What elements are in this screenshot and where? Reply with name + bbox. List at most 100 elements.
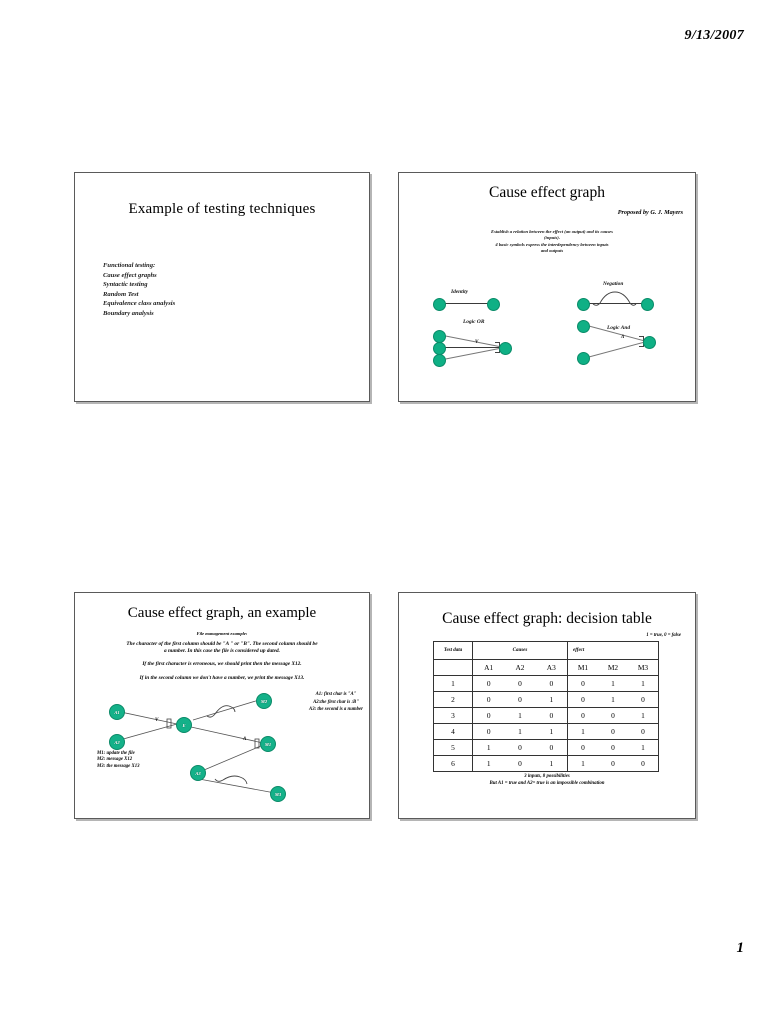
description-line: Establish a relation between the effect … (491, 229, 613, 234)
table-header-row: Test data Causes effect (433, 641, 659, 660)
legend-item: M1: update the file (97, 751, 135, 756)
row-effects: 1 0 0 (567, 755, 659, 772)
row-number: 1 (433, 675, 473, 692)
table-row: 1 0 0 0 0 1 1 (433, 675, 659, 692)
effect-col-M1: M1 (577, 663, 589, 672)
table-row: 4 0 1 1 1 0 0 (433, 723, 659, 740)
functional-testing-lead: Functional testing: (103, 262, 156, 269)
cell-effect: 0 (581, 711, 585, 720)
or-operator-symbol: V (475, 340, 479, 345)
slide2-title: Cause effect graph (489, 184, 605, 201)
cell-effect: 1 (641, 679, 645, 688)
cause-col-A2: A2 (515, 663, 525, 672)
row-number: 4 (433, 723, 473, 740)
and-cause-node-2 (577, 352, 590, 365)
negation-edge (587, 303, 645, 304)
cell-cause: 1 (518, 727, 522, 736)
cell-effect: 0 (641, 695, 645, 704)
list-item: Boundary analysis (103, 309, 154, 317)
slide-cause-effect-graph[interactable]: Cause effect graph Proposed by G. J. May… (398, 172, 696, 402)
slide1-body: Functional testing: Cause effect graphs … (103, 261, 175, 319)
row-effects: 0 1 1 (567, 675, 659, 692)
slide3-effect-legend: M1: update the file M2: message X12 M3: … (97, 751, 140, 770)
effect-col-M2: M2 (607, 663, 619, 672)
or-edge-bottom (442, 347, 502, 360)
symbol-logic-or: Logic OR V (433, 319, 513, 367)
symbol-logic-and: Logic And Λ (577, 317, 659, 365)
cell-effect: 0 (581, 743, 585, 752)
row-number: 2 (433, 691, 473, 708)
cause-col-A1: A1 (484, 663, 494, 672)
slide-cause-effect-graph-example[interactable]: Cause effect graph, an example File mana… (74, 592, 370, 819)
header-test-data: Test data (433, 641, 473, 660)
graph-node-A3: A3 (190, 765, 206, 781)
cell-effect: 1 (611, 695, 615, 704)
graph-node-E: E (176, 717, 192, 733)
slide3-text-line: a number. In this case the file is consi… (164, 648, 280, 654)
slide3-title: Cause effect graph, an example (127, 605, 317, 621)
cell-effect: 0 (611, 743, 615, 752)
subheader-causes: A1 A2 A3 (472, 659, 568, 676)
cell-cause: 0 (549, 711, 554, 720)
cell-effect: 0 (611, 711, 615, 720)
cell-cause: 0 (518, 695, 522, 704)
negation-arc-icon (592, 291, 637, 306)
slide3-cause-legend: A1: first char is "A" A2:the first char … (309, 691, 363, 714)
list-item: Random Test (103, 290, 139, 298)
table-subheader-row: A1 A2 A3 M1 M2 M3 (433, 659, 659, 676)
cell-cause: 0 (486, 711, 491, 720)
legend-item: A3: the second is a number (309, 707, 363, 712)
identity-edge (443, 303, 491, 304)
slide2-description: Establish a relation between the effect … (449, 229, 655, 255)
row-number: 3 (433, 707, 473, 724)
cell-cause: 1 (486, 759, 491, 768)
cell-cause: 1 (549, 695, 554, 704)
slide3-or-operator: V (155, 718, 159, 723)
cell-cause: 0 (486, 679, 491, 688)
graph-node-M2: M2 (256, 693, 272, 709)
slide1-title: Example of testing techniques (128, 201, 316, 217)
symbol-negation: Negation (577, 281, 659, 313)
legend-item: A1: first char is "A" (315, 692, 357, 697)
slide3-text-line: If in the second column we don't have a … (139, 675, 305, 681)
table-row: 6 1 0 1 1 0 0 (433, 755, 659, 772)
or-edge-mid (443, 347, 503, 348)
graph-node-A2: A2 (109, 734, 125, 750)
footer-line: But A1 = true and A2= true is an impossi… (489, 781, 605, 786)
row-number: 6 (433, 755, 473, 772)
slide3-text-line: The character of the first column should… (126, 641, 318, 647)
list-item: Cause effect graphs (103, 271, 157, 279)
subheader-effects: M1 M2 M3 (567, 659, 659, 676)
graph-node-M1: M1 (260, 736, 276, 752)
and-cause-node-1 (577, 320, 590, 333)
page-number: 1 (736, 940, 745, 956)
cell-cause: 1 (518, 711, 522, 720)
cell-effect: 0 (641, 759, 645, 768)
slide-decision-table[interactable]: Cause effect graph: decision table 1 = t… (398, 592, 696, 819)
table-row: 5 1 0 0 0 0 1 (433, 739, 659, 756)
cell-cause: 0 (518, 743, 522, 752)
list-item: Syntactic testing (103, 281, 148, 289)
truth-value-note: 1 = true, 0 = false (646, 633, 681, 638)
subheader-blank (433, 659, 473, 676)
negation-label: Negation (603, 281, 624, 287)
and-operator-symbol: Λ (621, 335, 625, 340)
logic-or-label: Logic OR (463, 319, 485, 325)
row-effects: 0 0 1 (567, 739, 659, 756)
cell-effect: 0 (581, 679, 585, 688)
row-number: 5 (433, 739, 473, 756)
row-causes: 0 1 0 (472, 707, 568, 724)
cell-effect: 0 (611, 759, 615, 768)
slide4-footer: 3 inputs, 8 possibilities But A1 = true … (413, 773, 681, 787)
slide-example-of-testing-techniques[interactable]: Example of testing techniques Functional… (74, 172, 370, 402)
row-causes: 0 0 0 (472, 675, 568, 692)
cell-cause: 1 (549, 759, 554, 768)
cell-cause: 0 (486, 695, 491, 704)
identity-label: Identity (451, 289, 469, 295)
cell-effect: 1 (581, 759, 585, 768)
footer-line: 3 inputs, 8 possibilities (524, 774, 570, 779)
slide3-subtitle: File management example: (196, 631, 248, 636)
row-causes: 0 0 1 (472, 691, 568, 708)
row-causes: 0 1 1 (472, 723, 568, 740)
or-effect-node (499, 342, 512, 355)
